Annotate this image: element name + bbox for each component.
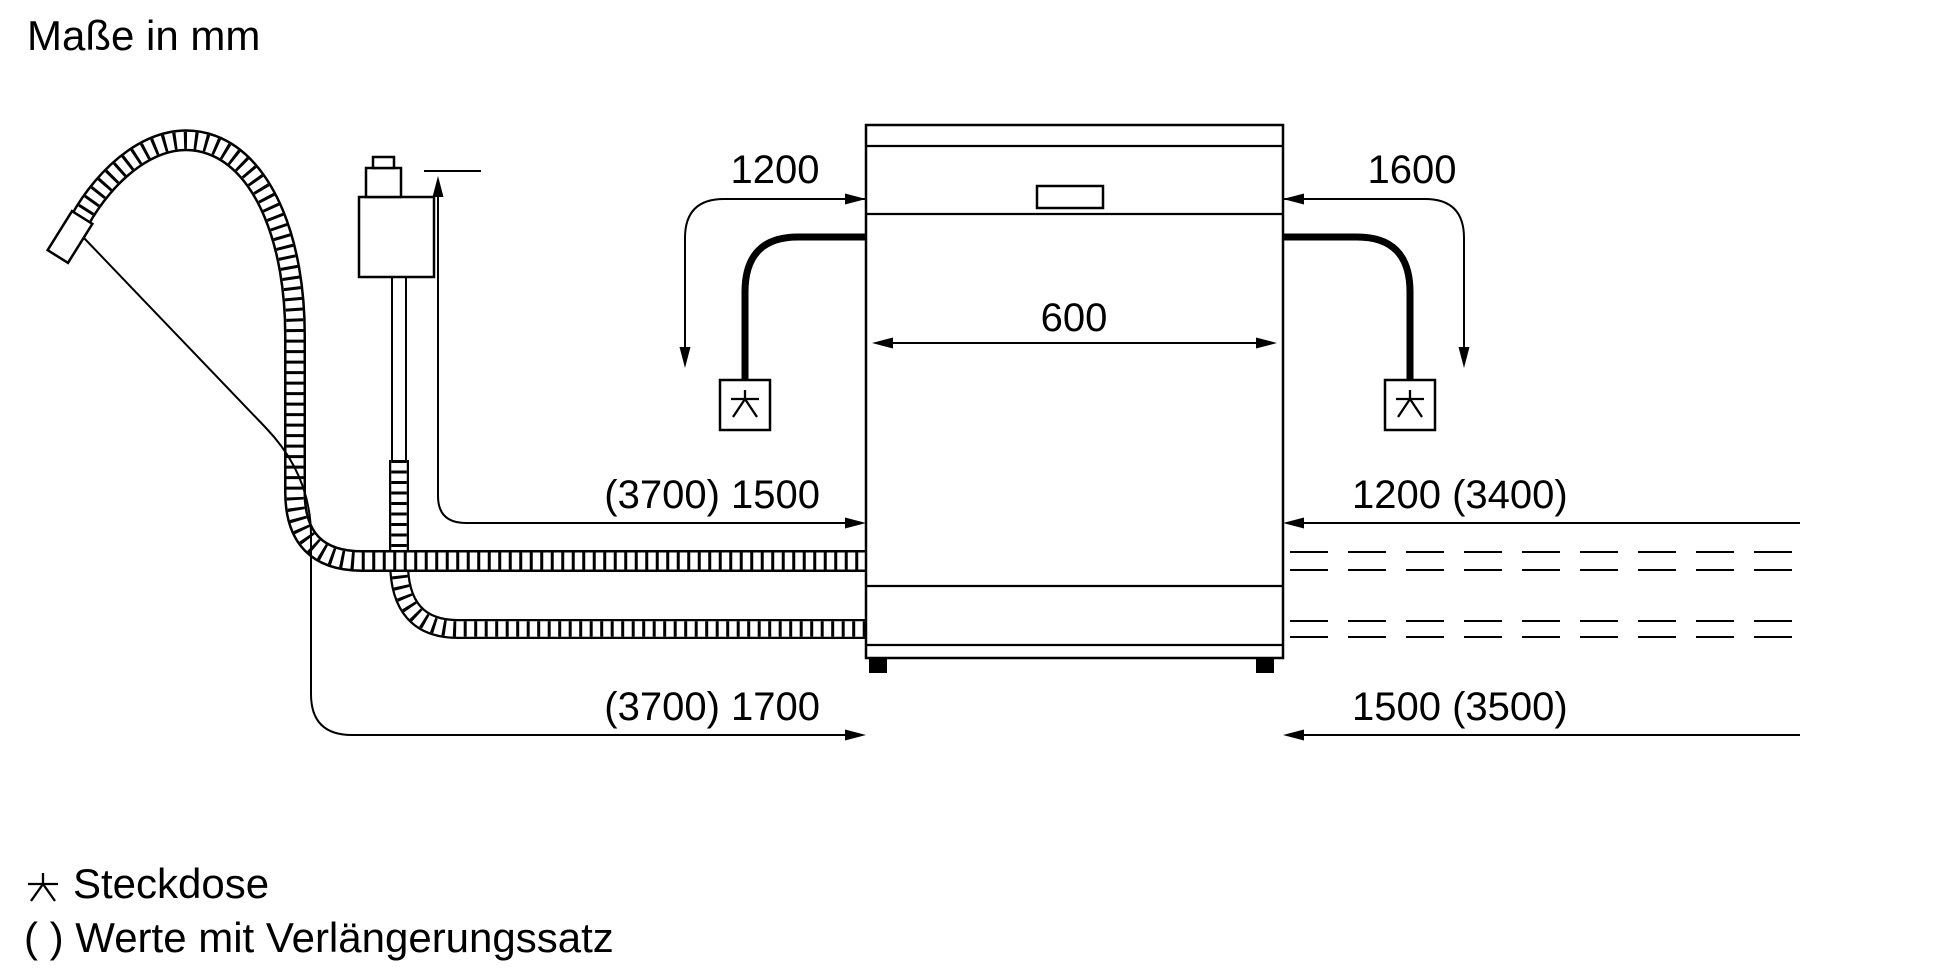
- power-cord-right: [1283, 233, 1414, 380]
- dim-line-supply-left: [424, 170, 866, 529]
- diagram-title: Maße in mm: [27, 12, 260, 59]
- dim-line-width: [872, 337, 1277, 349]
- foot-right: [1256, 658, 1274, 673]
- dim-line-drain-left: [83, 237, 866, 741]
- foot-left: [869, 658, 887, 673]
- dim-label-cord-left: 1200: [731, 148, 820, 192]
- dim-line-supply-right: [1283, 517, 1800, 529]
- supply-hose: [389, 266, 866, 639]
- dishwasher-outline: [864, 123, 1285, 673]
- socket-left-icon: [718, 378, 772, 432]
- control-panel-display: [1035, 184, 1105, 210]
- dim-label-supply-left: (3700) 1500: [604, 473, 820, 517]
- legend-socket-label: Steckdose: [73, 860, 269, 907]
- dim-label-width: 600: [1041, 296, 1108, 340]
- dim-label-supply-right: 1200 (3400): [1352, 473, 1568, 517]
- legend-extension-note: ( ) Werte mit Verlängerungssatz: [24, 914, 614, 961]
- dashed-hose-right: [1290, 551, 1800, 638]
- dim-line-cord-left: [679, 193, 866, 368]
- dim-label-drain-right: 1500 (3500): [1352, 685, 1568, 729]
- socket-legend-icon: [28, 873, 58, 902]
- dim-label-cord-right: 1600: [1368, 148, 1457, 192]
- dim-line-drain-right: [1283, 729, 1800, 741]
- socket-right-icon: [1383, 378, 1437, 432]
- dim-line-cord-right: [1283, 193, 1470, 368]
- dim-label-drain-left: (3700) 1700: [604, 685, 820, 729]
- legend: Steckdose ( ) Werte mit Verlängerungssat…: [24, 860, 614, 961]
- drain-hose-nozzle-icon: [45, 209, 95, 265]
- power-cord-left: [741, 233, 866, 380]
- aquastop-valve-icon: [357, 155, 436, 279]
